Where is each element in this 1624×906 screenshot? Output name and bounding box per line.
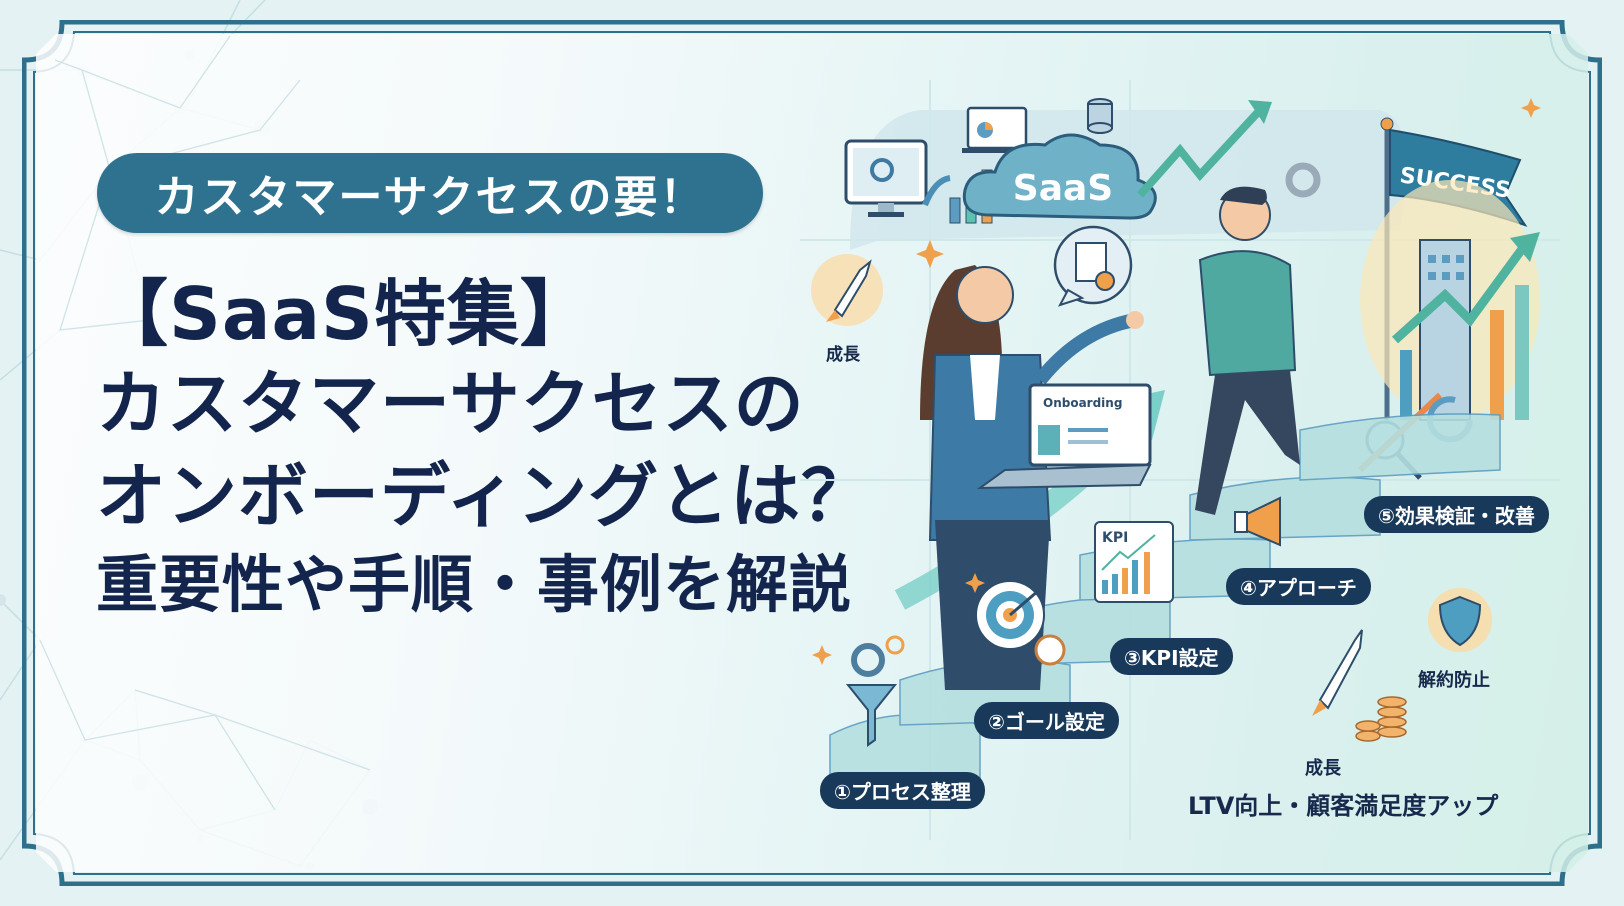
rocket-bottom-label: 成長: [1305, 758, 1341, 779]
headline-line-2: カスタマーサクセスの: [96, 363, 805, 445]
step-4-label: ④アプローチ: [1226, 568, 1371, 605]
onboarding-laptop: [976, 383, 1152, 490]
churn-prevention-label: 解約防止: [1418, 670, 1490, 691]
eyebrow-text: カスタマーサクセスの要！: [154, 172, 706, 223]
kpi-chart-card: [1094, 521, 1174, 603]
client-man-figure: [1195, 186, 1300, 515]
saas-cloud-icon: [962, 133, 1157, 220]
shield-churn-icon: [1428, 588, 1492, 652]
step-3-label: ③KPI設定: [1110, 638, 1233, 675]
outcome-label: LTV向上・顧客満足度アップ: [1188, 792, 1499, 820]
step-2-label: ②ゴール設定: [974, 702, 1119, 739]
step-1-label: ①プロセス整理: [820, 772, 985, 809]
monitor-gear-icon: [844, 139, 928, 217]
megaphone-icon: [1234, 496, 1281, 547]
headline-line-3: オンボーディングとは？: [96, 455, 873, 537]
laptop-screen-label: Onboarding: [1043, 396, 1122, 410]
eyebrow-badge: カスタマーサクセスの要！: [97, 153, 763, 233]
onboarding-illustration: SaaS SUCCESS: [800, 80, 1560, 840]
document-check-bubble: [1053, 225, 1133, 307]
headline-line-4: 重要性や手順・事例を解説: [96, 548, 853, 621]
funnel-gears-icon: [845, 635, 905, 747]
rocket-top-label: 成長: [826, 345, 860, 365]
rocket-coins-icon: [1312, 629, 1407, 742]
rocket-growth-icon-top: [811, 254, 883, 326]
kpi-card-label: KPI: [1102, 530, 1128, 546]
headline: 【SaaS特集】 カスタマーサクセスの オンボーディングとは？ 重要性や手順・事…: [96, 270, 872, 628]
analytics-laptop-icon: [962, 106, 1032, 153]
cloud-label: SaaS: [1013, 168, 1113, 209]
target-goal-icon: [975, 580, 1066, 666]
step-5-label: ⑤効果検証・改善: [1364, 496, 1549, 533]
headline-line-1: 【SaaS特集】: [96, 272, 593, 356]
